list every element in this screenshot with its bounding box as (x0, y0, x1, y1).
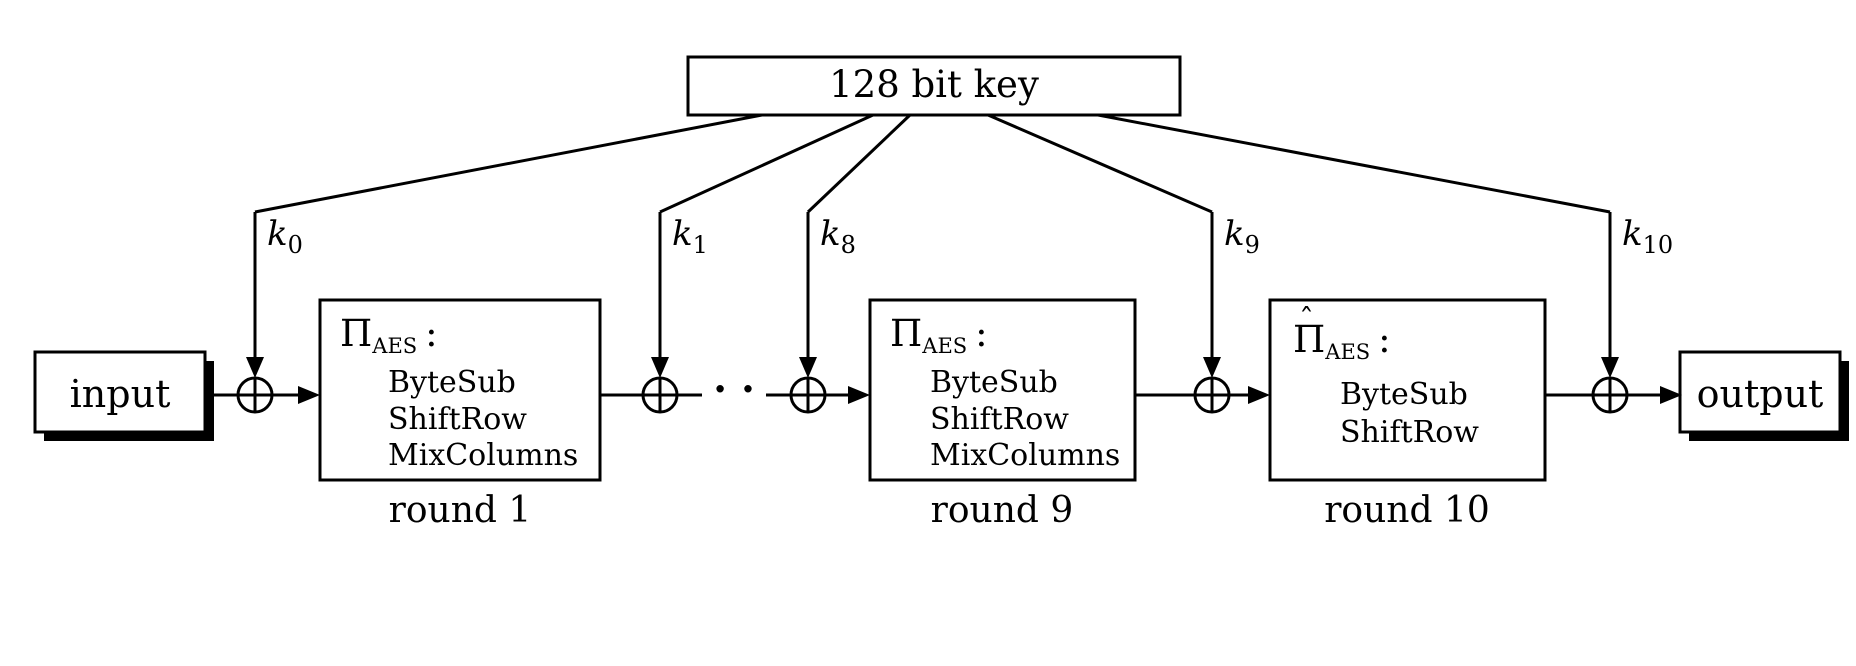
round1-step-mixcolumns: MixColumns (388, 438, 578, 473)
round1-step-bytesub: ByteSub (388, 365, 516, 400)
round9-step-bytesub: ByteSub (930, 365, 1058, 400)
arrowhead-down-k9 (1203, 357, 1221, 378)
arrowhead-down-k10 (1601, 357, 1619, 378)
colon: : (1378, 318, 1390, 361)
input-label: input (70, 372, 171, 416)
round9-step-shiftrow: ShiftRow (930, 402, 1069, 437)
arrowhead-right-round1 (298, 386, 320, 404)
pi-symbol: Π (890, 312, 922, 355)
xor-cross-icon (1593, 378, 1627, 412)
round1-title: ΠAES: (340, 312, 438, 358)
xor-node-k0 (236, 376, 274, 414)
arrowhead-right-round9 (848, 386, 870, 404)
xor-cross-icon (643, 378, 677, 412)
key-fan-line-k9 (987, 113, 1213, 214)
round9-box (868, 298, 1137, 482)
key-fan-line-k1 (659, 113, 874, 214)
pi-hat-accent: ˆ (1299, 303, 1314, 338)
label-k1: k1 (672, 214, 708, 259)
label-k10: k10 (1622, 214, 1673, 259)
ellipsis-dots: · · (713, 366, 755, 413)
round9-step-mixcolumns: MixColumns (930, 438, 1120, 473)
pi-symbol: Π (340, 312, 372, 355)
output-box (1678, 350, 1842, 434)
round10-box (1268, 298, 1547, 482)
pi-subscript: AES (371, 334, 417, 358)
key-fan-line-k8 (806, 113, 912, 214)
round9-caption: round 9 (931, 490, 1074, 531)
round10-step-bytesub: ByteSub (1340, 377, 1468, 412)
round10-caption: round 10 (1324, 490, 1490, 531)
arrowhead-right-round10 (1248, 386, 1270, 404)
xor-cross-icon (238, 378, 272, 412)
xor-node-k8 (789, 376, 827, 414)
round9-block: ΠAES: ByteSub ShiftRow MixColumns round … (868, 298, 1137, 531)
round1-block: ΠAES: ByteSub ShiftRow MixColumns round … (318, 298, 602, 531)
arrowhead-down-k1 (651, 357, 669, 378)
output-label: output (1697, 372, 1824, 416)
round10-step-shiftrow: ShiftRow (1340, 415, 1479, 450)
label-k0: k0 (267, 214, 303, 259)
xor-node-k10 (1591, 376, 1629, 414)
xor-cross-icon (791, 378, 825, 412)
arrowhead-right-output (1660, 386, 1682, 404)
xor-cross-icon (1195, 378, 1229, 412)
round10-block: ˆ ΠAES: ByteSub ShiftRow round 10 (1268, 298, 1547, 531)
label-k9: k9 (1224, 214, 1260, 259)
input-box (33, 350, 207, 434)
pi-symbol: Π (1293, 318, 1325, 361)
colon: : (975, 312, 987, 355)
round1-caption: round 1 (389, 490, 532, 531)
round1-box (318, 298, 602, 482)
round9-title: ΠAES: (890, 312, 988, 358)
xor-node-k1 (641, 376, 679, 414)
xor-node-k9 (1193, 376, 1231, 414)
key-box-label: 128 bit key (829, 63, 1039, 106)
key-fan-line-k10 (1097, 113, 1611, 214)
key-fan-line-k0 (254, 113, 763, 214)
arrowhead-down-k8 (799, 357, 817, 378)
round1-step-shiftrow: ShiftRow (388, 402, 527, 437)
colon: : (425, 312, 437, 355)
round10-title: ΠAES: (1293, 318, 1391, 364)
key-box (686, 55, 1182, 117)
pi-subscript: AES (1324, 340, 1370, 364)
arrowhead-down-k0 (246, 357, 264, 378)
label-k8: k8 (820, 214, 856, 259)
pi-subscript: AES (921, 334, 967, 358)
